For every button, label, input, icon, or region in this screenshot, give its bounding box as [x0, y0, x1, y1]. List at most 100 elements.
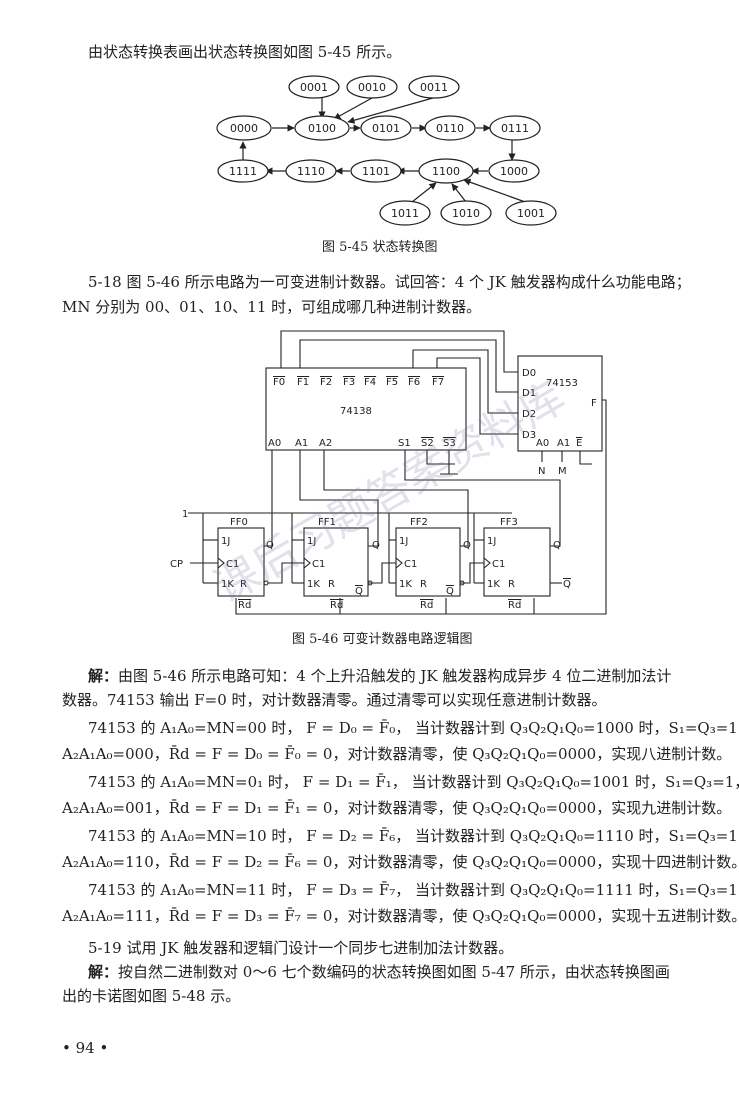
out-f5: F5 [386, 377, 398, 388]
chip-74138-label: 74138 [340, 406, 372, 417]
ff1-r: R [328, 579, 335, 590]
label-0101: 0101 [372, 122, 400, 135]
ff1-q: Q [372, 540, 380, 551]
state-0110 [424, 115, 476, 141]
label-0000: 0000 [230, 122, 258, 135]
page-number: • 94 • [62, 1039, 109, 1057]
label-ff3: FF3 [500, 517, 518, 528]
ff0-box [217, 527, 265, 597]
state-1110 [285, 159, 337, 183]
answer-line1: 解：由图 5-46 所示电路可知：4 个上升沿触发的 JK 触发器构成异步 4 … [88, 666, 671, 686]
case4-line1: 74153 的 A₁A₀=MN=11 时， F = D₃ = F̄₇， 当计数器… [88, 881, 739, 899]
state-0000 [216, 115, 272, 141]
ff1-box [303, 527, 369, 597]
label-1000: 1000 [500, 165, 528, 178]
label-0111: 0111 [501, 122, 529, 135]
state-1100 [418, 158, 474, 184]
answer519-line2: 出的卡诺图如图 5-48 示。 [62, 987, 241, 1005]
label-0110: 0110 [436, 122, 464, 135]
label-1111: 1111 [229, 165, 257, 178]
ff3-j: 1J [487, 536, 496, 547]
chip-74153-label: 74153 [546, 378, 578, 389]
answer-label: 解： [88, 667, 119, 685]
in-d0: D0 [522, 368, 536, 379]
ff0-r: R [240, 579, 247, 590]
state-0101 [360, 115, 412, 141]
in-s2: S2 [421, 438, 434, 449]
ff3-r: R [508, 579, 515, 590]
in-d2: D2 [522, 409, 536, 420]
ff0-j: 1J [221, 536, 230, 547]
state-0001 [288, 75, 340, 99]
label-0001: 0001 [300, 81, 328, 94]
ff0-c: C1 [226, 559, 239, 570]
label-cp: CP [170, 559, 183, 570]
in-a2: A2 [319, 438, 332, 449]
state-0111 [489, 115, 541, 141]
in-d1: D1 [522, 388, 536, 399]
ff0-k: 1K [221, 579, 234, 590]
ff1-rd: Rd [330, 600, 343, 611]
out-f2: F2 [320, 377, 332, 388]
state-1011 [379, 200, 431, 226]
out-f4: F4 [364, 377, 376, 388]
label-n: N [538, 466, 545, 477]
case3-line2: A₂A₁A₀=110，R̄d = F = D₂ = F̄₆ = 0，对计数器清零… [62, 853, 739, 871]
case2-line1: 74153 的 A₁A₀=MN=0₁ 时， F = D₁ = F̄₁， 当计数器… [88, 773, 739, 791]
label-ff0: FF0 [230, 517, 248, 528]
label-0011: 0011 [420, 81, 448, 94]
in-a0: A0 [268, 438, 281, 449]
in153-e: E [576, 438, 582, 449]
ff2-box [395, 527, 461, 597]
case4-line2: A₂A₁A₀=111，R̄d = F = D₃ = F̄₇ = 0，对计数器清零… [62, 907, 739, 925]
state-1111 [217, 159, 269, 183]
ff2-c: C1 [404, 559, 417, 570]
out-f1: F1 [297, 377, 309, 388]
answer519-line1-text: 按自然二进制数对 0～6 七个数编码的状态转换图如图 5-47 所示，由状态转换… [118, 963, 670, 981]
ff1-qn: Q [355, 586, 363, 597]
case2-line2: A₂A₁A₀=001，R̄d = F = D₁ = F̄₁ = 0，对计数器清零… [62, 799, 732, 817]
case3-line1: 74153 的 A₁A₀=MN=10 时， F = D₂ = F̄₆， 当计数器… [88, 827, 739, 845]
ff2-r: R [420, 579, 427, 590]
state-0011 [408, 75, 460, 99]
ff2-j: 1J [399, 536, 408, 547]
state-0010 [346, 75, 398, 99]
label-0100: 0100 [308, 122, 336, 135]
fig46-caption: 图 5-46 可变计数器电路逻辑图 [292, 632, 473, 647]
out-f6: F6 [408, 377, 420, 388]
ff3-k: 1K [487, 579, 500, 590]
answer-line1-text: 由图 5-46 所示电路可知：4 个上升沿触发的 JK 触发器构成异步 4 位二… [118, 667, 672, 685]
state-1001 [505, 200, 557, 226]
label-1011: 1011 [391, 207, 419, 220]
in153-a0: A0 [536, 438, 549, 449]
ff0-rd: Rd [238, 600, 251, 611]
q518-line2: MN 分别为 00、01、10、11 时，可组成哪几种进制计数器。 [62, 298, 482, 316]
in-a1: A1 [295, 438, 308, 449]
chip-74138-box [265, 367, 467, 451]
out-f0: F0 [273, 377, 285, 388]
label-1101: 1101 [362, 165, 390, 178]
fig45-caption: 图 5-45 状态转换图 [322, 240, 438, 255]
state-diagram-5-45: 0001 0010 0011 0000 0100 0101 0110 0111 … [216, 75, 557, 226]
label-1110: 1110 [297, 165, 325, 178]
state-1000 [488, 159, 540, 183]
label-1001: 1001 [517, 207, 545, 220]
out-f7: F7 [432, 377, 444, 388]
q519-text: 5-19 试用 JK 触发器和逻辑门设计一个同步七进制加法计数器。 [88, 939, 514, 957]
ff3-rd: Rd [508, 600, 521, 611]
label-m: M [558, 466, 567, 477]
ff2-k: 1K [399, 579, 412, 590]
state-1101 [350, 159, 402, 183]
out-f3: F3 [343, 377, 355, 388]
answer519-line1: 解：按自然二进制数对 0～6 七个数编码的状态转换图如图 5-47 所示，由状态… [88, 962, 670, 982]
state-1010 [440, 200, 492, 226]
intro-text: 由状态转换表画出状态转换图如图 5-45 所示。 [88, 43, 402, 61]
ff3-qn: Q [563, 579, 571, 590]
out153-f: F [591, 398, 597, 409]
label-1010: 1010 [452, 207, 480, 220]
ff1-j: 1J [307, 536, 316, 547]
ff2-q: Q [463, 540, 471, 551]
ff1-k: 1K [307, 579, 320, 590]
ff2-qn: Q [446, 586, 454, 597]
label-0010: 0010 [358, 81, 386, 94]
